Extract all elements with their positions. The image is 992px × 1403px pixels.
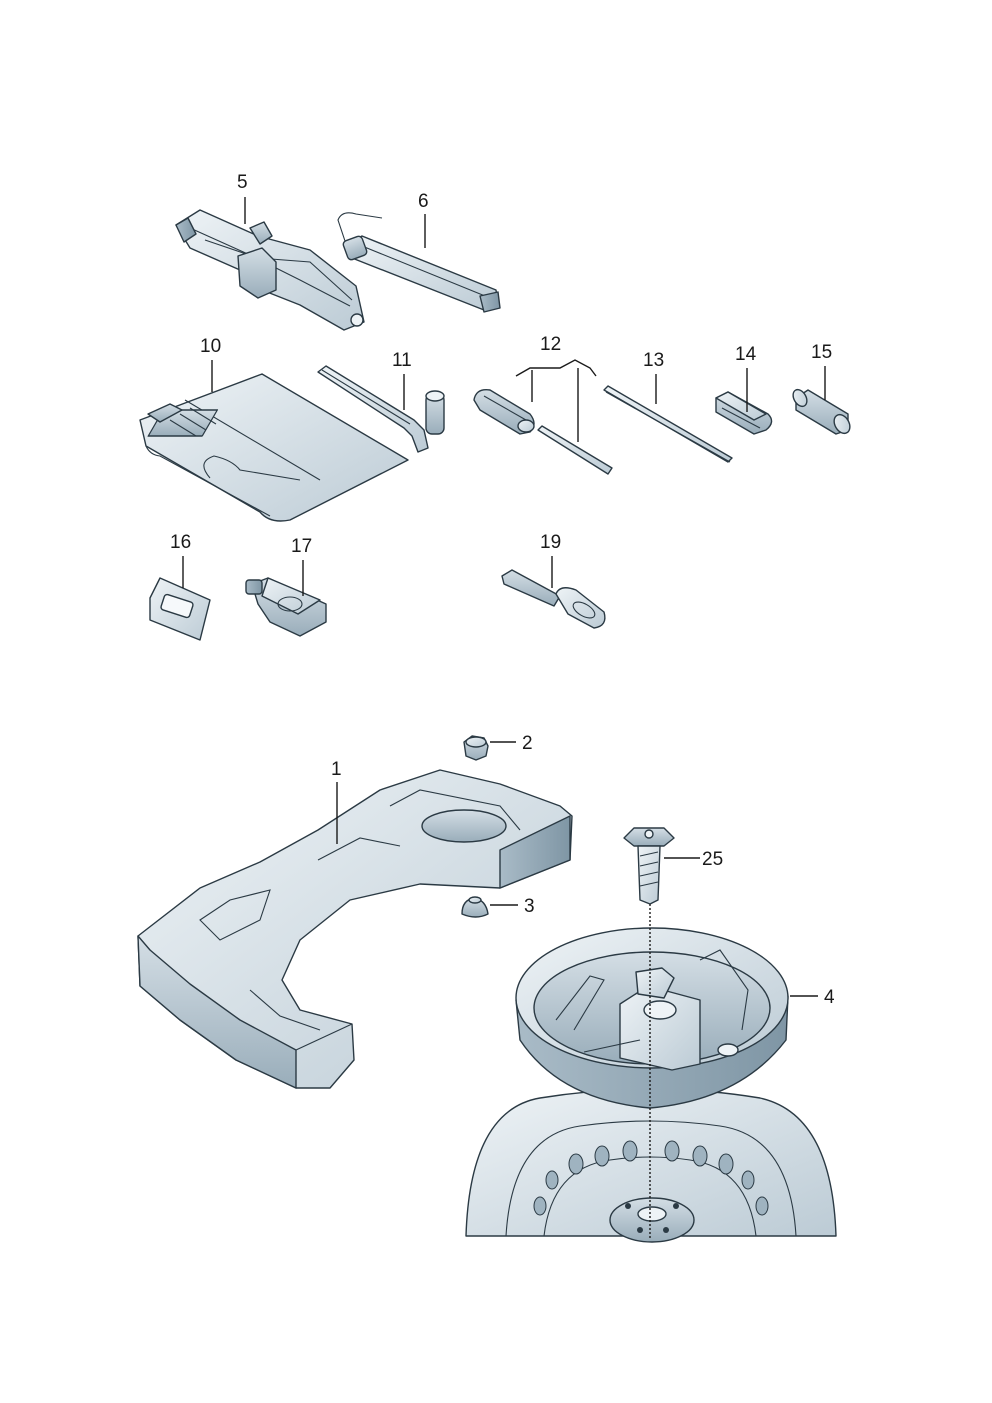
callout-5: 5 — [237, 172, 248, 193]
screwdriver-part — [473, 389, 613, 475]
callout-2: 2 — [522, 733, 533, 754]
callout-11: 11 — [392, 350, 412, 371]
nut-part — [463, 735, 489, 761]
callout-25: 25 — [702, 849, 723, 870]
wheel-vent-holes — [533, 1140, 769, 1216]
wheel-well-insert-part — [515, 927, 789, 1109]
callout-10: 10 — [200, 336, 221, 357]
retaining-bolt-part — [623, 827, 675, 905]
grommet-part — [461, 896, 489, 918]
wheel-wrench-part — [317, 365, 445, 453]
callout-3: 3 — [524, 896, 535, 917]
callout-17: 17 — [291, 536, 312, 557]
leader-12-bracket — [515, 359, 597, 377]
scissor-jack-part — [175, 209, 365, 331]
towing-eye-part — [501, 569, 606, 629]
callout-19: 19 — [540, 532, 561, 553]
callout-14: 14 — [735, 344, 757, 365]
valve-tool-part — [603, 385, 733, 463]
label-plate-part — [149, 577, 211, 641]
bolt-adapter-part — [245, 577, 327, 637]
bracket-clip-part — [715, 391, 773, 435]
callout-4: 4 — [824, 987, 835, 1008]
callout-16: 16 — [170, 532, 191, 553]
towing-pin-part — [792, 388, 851, 435]
tool-bag-part — [139, 373, 409, 522]
callout-1: 1 — [331, 759, 342, 780]
callout-13: 13 — [643, 350, 664, 371]
callout-12: 12 — [540, 334, 561, 355]
foam-insert-part — [137, 769, 573, 1089]
crank-handle-part — [337, 212, 501, 313]
spare-wheel-part — [465, 1088, 837, 1243]
callout-15: 15 — [811, 342, 832, 363]
callout-6: 6 — [418, 191, 429, 212]
